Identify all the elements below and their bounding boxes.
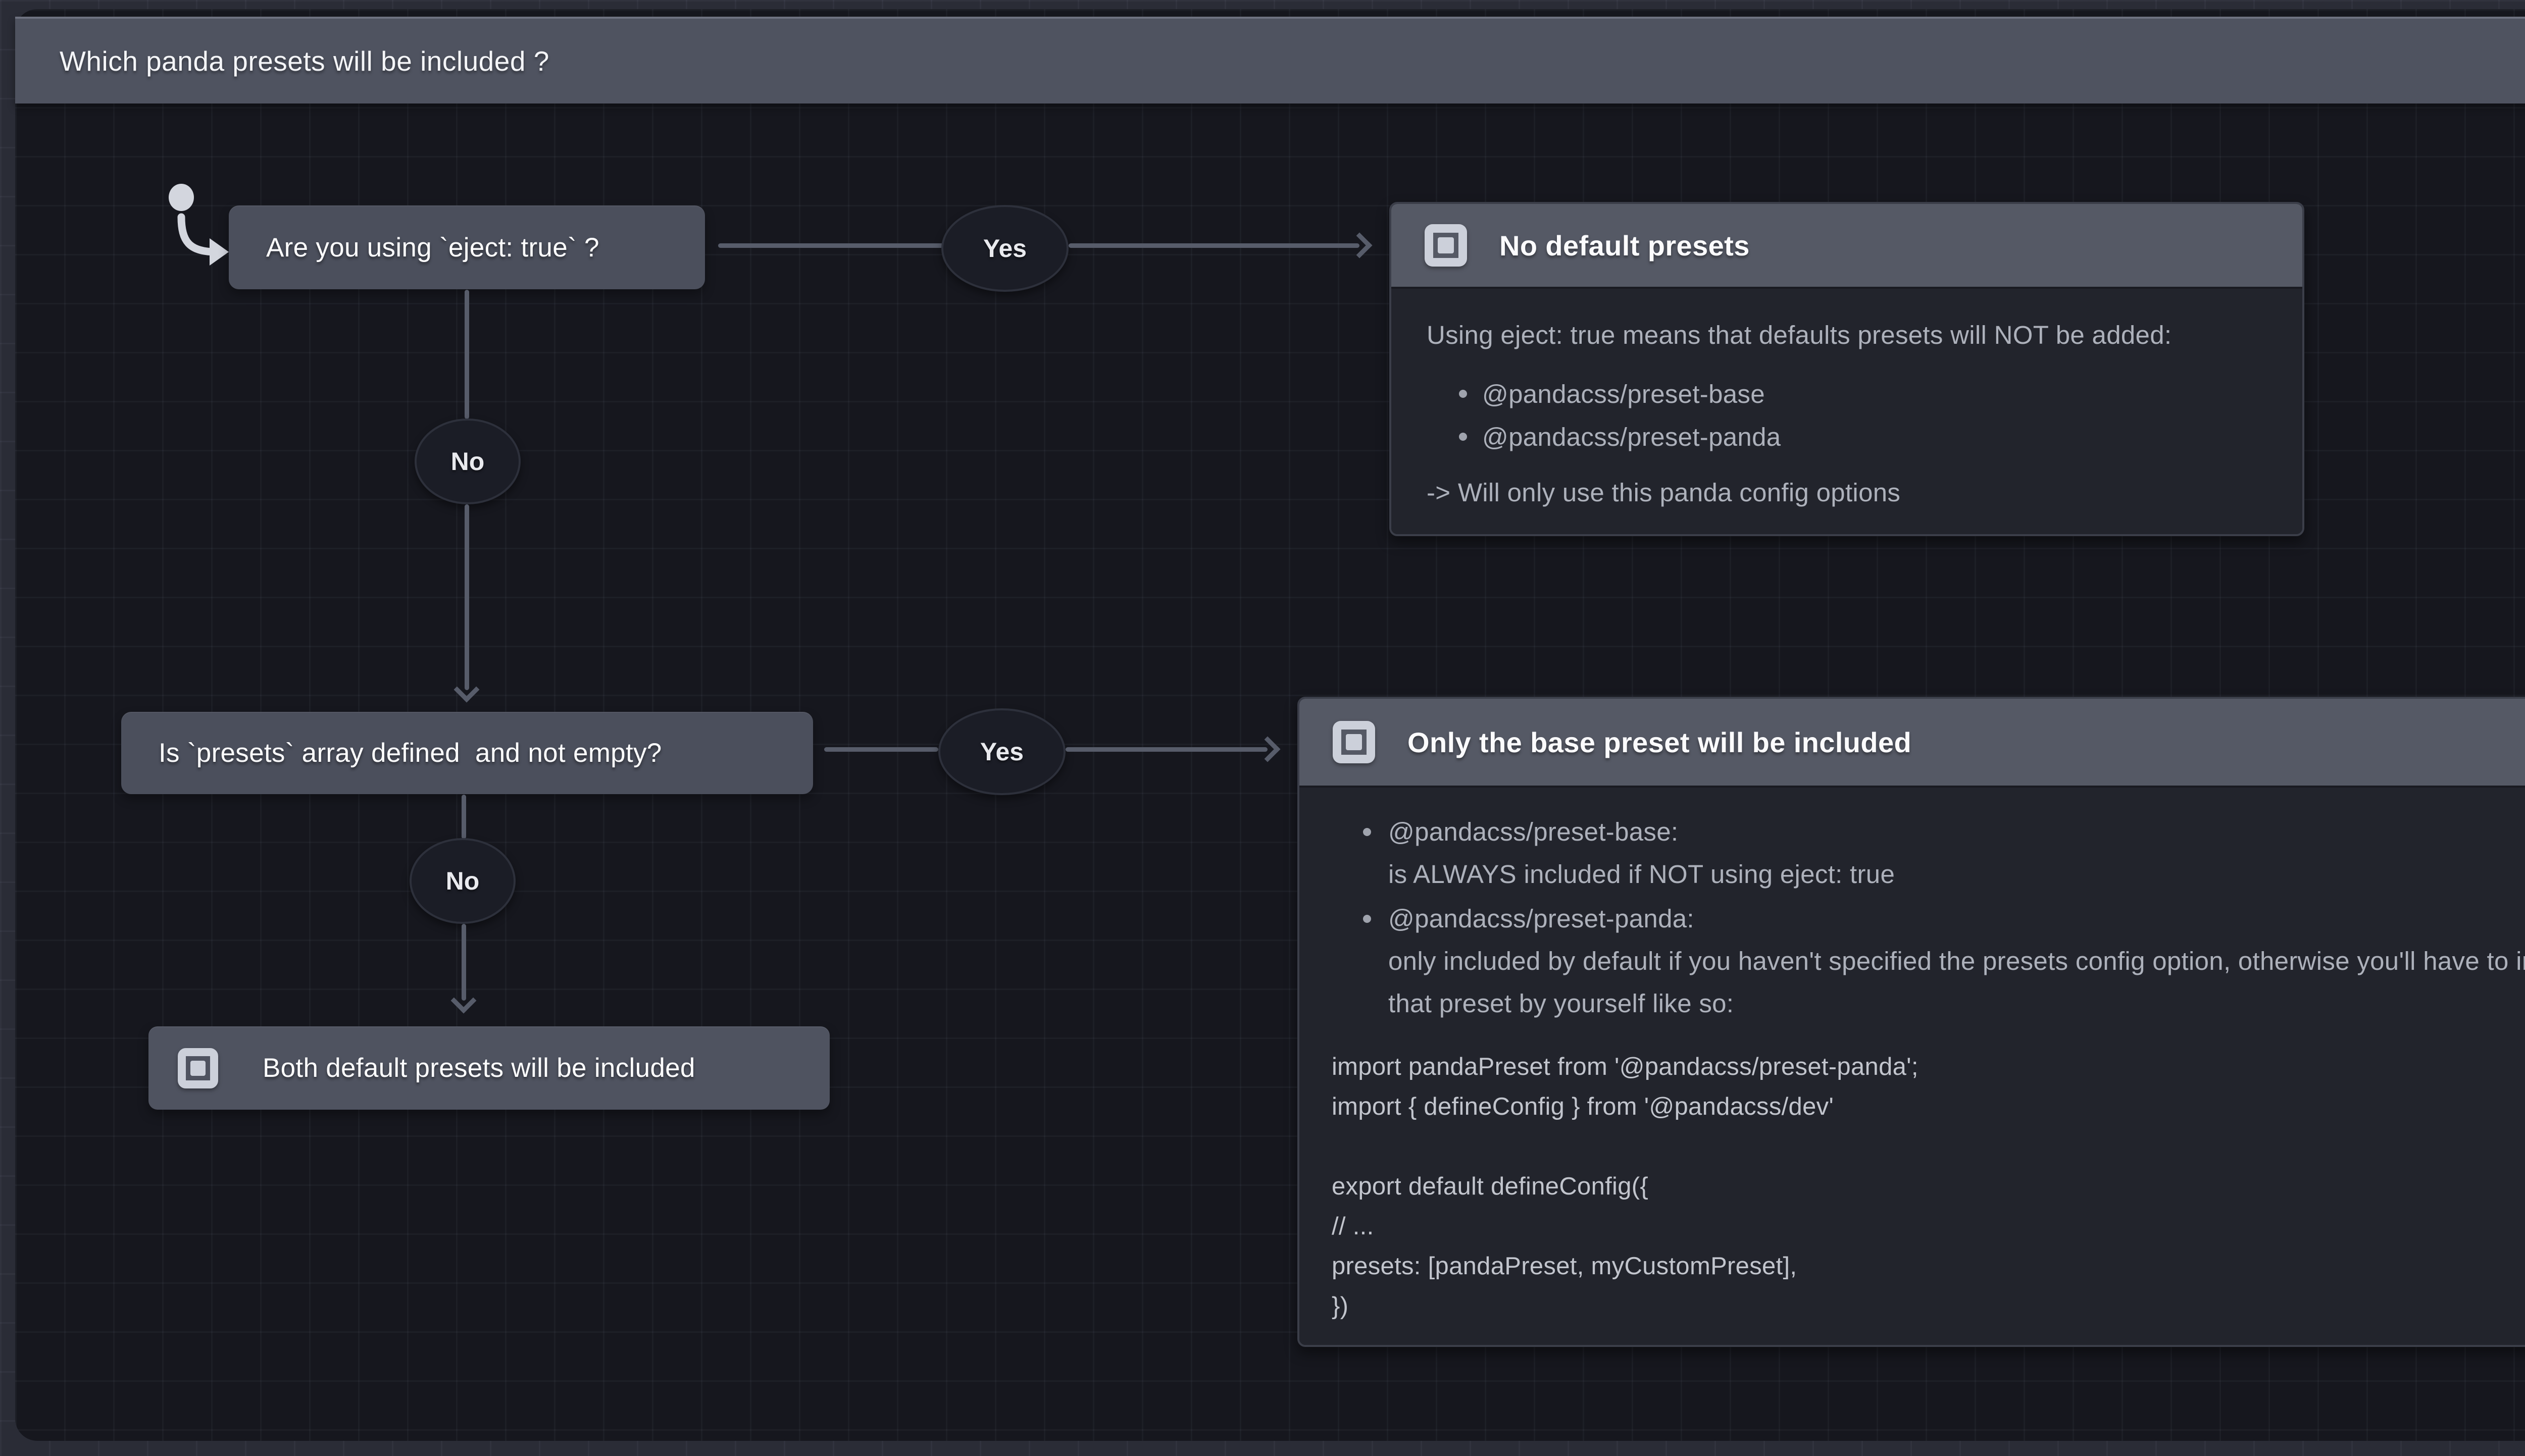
code-line: // ... [1332, 1213, 1374, 1240]
code-line: presets: [pandaPreset, myCustomPreset], [1332, 1253, 1797, 1280]
arrow-head-icon [450, 987, 477, 1014]
note-header: No default presets [1391, 204, 2302, 289]
note-body: Using eject: true means that defaults pr… [1391, 289, 2302, 534]
decision-label-yes-1[interactable]: Yes [941, 205, 1069, 292]
bullet-list: @pandacss/preset-base @pandacss/preset-p… [1427, 373, 2267, 458]
preset-description: only included by default if you haven't … [1388, 947, 2525, 1018]
arrow-head-icon [1254, 736, 1281, 762]
code-line: }) [1332, 1292, 1349, 1320]
decision-text: Yes [983, 234, 1027, 263]
note-card-no-default-presets[interactable]: No default presets Using eject: true mea… [1389, 202, 2304, 536]
decision-text: No [445, 867, 480, 895]
code-line: import pandaPreset from '@pandacss/prese… [1332, 1053, 1918, 1080]
frame-icon [1333, 721, 1375, 763]
arrow-head-icon [1346, 232, 1373, 258]
flow-node-label: Is `presets` array defined and not empty… [159, 738, 662, 768]
code-snippet: import pandaPreset from '@pandacss/prese… [1332, 1047, 2525, 1326]
diagram-title: Which panda presets will be included ? [60, 45, 549, 77]
decision-text: Yes [980, 738, 1024, 766]
code-line: import { defineConfig } from '@pandacss/… [1332, 1093, 1834, 1120]
flow-node-label: Both default presets will be included [263, 1053, 695, 1083]
preset-name: @pandacss/preset-panda: [1388, 904, 1694, 933]
flow-node-label: Are you using `eject: true` ? [266, 232, 599, 263]
note-body: @pandacss/preset-base: is ALWAYS include… [1299, 788, 2525, 1345]
list-item: @pandacss/preset-panda [1427, 415, 2267, 458]
diagram-canvas[interactable]: Which panda presets will be included ? A… [15, 9, 2525, 1441]
bullet-list: @pandacss/preset-base: is ALWAYS include… [1332, 811, 2525, 1025]
arrow-line [824, 747, 938, 752]
note-header: Only the base preset will be included [1299, 699, 2525, 788]
decision-label-no-1[interactable]: No [415, 419, 521, 504]
preset-name: @pandacss/preset-base: [1388, 817, 1679, 846]
code-line: export default defineConfig({ [1332, 1173, 1649, 1200]
arrow-line [718, 243, 944, 248]
note-title: No default presets [1499, 229, 1750, 262]
list-item: @pandacss/preset-panda: only included by… [1332, 898, 2525, 1025]
decision-text: No [450, 447, 485, 476]
flow-node-question-eject[interactable]: Are you using `eject: true` ? [229, 205, 705, 289]
decision-label-yes-2[interactable]: Yes [938, 708, 1066, 795]
flow-node-question-presets[interactable]: Is `presets` array defined and not empty… [121, 712, 813, 794]
arrow-line [462, 924, 466, 1001]
frame-icon [178, 1048, 218, 1088]
arrow-line [1066, 747, 1268, 752]
arrow-line [1069, 243, 1359, 248]
arrow-head-icon [453, 677, 480, 703]
arrow-line [465, 504, 469, 690]
note-intro: Using eject: true means that defaults pr… [1427, 321, 2172, 349]
note-outro: -> Will only use this panda config optio… [1427, 478, 1901, 507]
frame-icon [1425, 224, 1467, 267]
start-cursor-icon [169, 184, 229, 266]
arrow-line [462, 795, 466, 839]
note-title: Only the base preset will be included [1407, 726, 1912, 758]
list-item: @pandacss/preset-base [1427, 373, 2267, 415]
arrow-line [465, 290, 469, 419]
flow-node-result-both-presets[interactable]: Both default presets will be included [148, 1026, 830, 1110]
note-card-only-base-preset[interactable]: Only the base preset will be included @p… [1297, 697, 2525, 1347]
decision-label-no-2[interactable]: No [410, 838, 516, 924]
diagram-title-bar[interactable]: Which panda presets will be included ? [15, 17, 2525, 103]
code-line [1332, 1127, 2525, 1167]
preset-description: is ALWAYS included if NOT using eject: t… [1388, 860, 1895, 889]
list-item: @pandacss/preset-base: is ALWAYS include… [1332, 811, 2525, 896]
